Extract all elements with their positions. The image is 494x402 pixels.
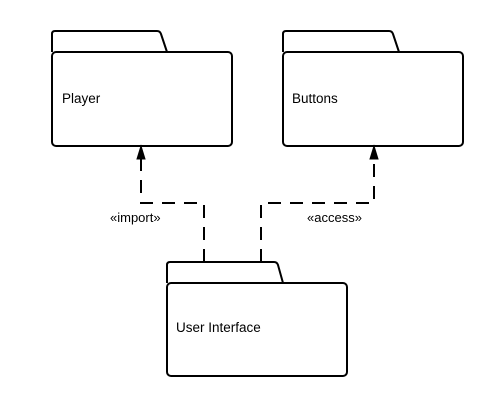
- package-user-interface[interactable]: User Interface: [166, 261, 348, 377]
- dependency-access: «access»: [260, 144, 379, 262]
- dependency-import-line: [140, 157, 205, 262]
- dependency-access-label: «access»: [307, 210, 362, 225]
- package-user-interface-label: User Interface: [176, 320, 261, 335]
- package-buttons-body: [282, 51, 464, 147]
- dependency-import-arrowhead: [136, 144, 146, 160]
- package-user-interface-tab: [166, 261, 284, 284]
- package-buttons[interactable]: Buttons: [282, 30, 464, 147]
- package-player-body: [51, 51, 233, 147]
- package-buttons-label: Buttons: [292, 91, 338, 106]
- dependency-import: «import»: [110, 144, 205, 262]
- package-buttons-tab: [282, 30, 400, 53]
- dependency-import-label: «import»: [110, 210, 161, 225]
- dependency-access-arrowhead: [369, 144, 379, 160]
- package-user-interface-body: [166, 282, 348, 377]
- package-player[interactable]: Player: [51, 30, 233, 147]
- package-player-label: Player: [62, 91, 101, 106]
- package-player-tab: [51, 30, 168, 53]
- dependency-access-line: [260, 157, 375, 262]
